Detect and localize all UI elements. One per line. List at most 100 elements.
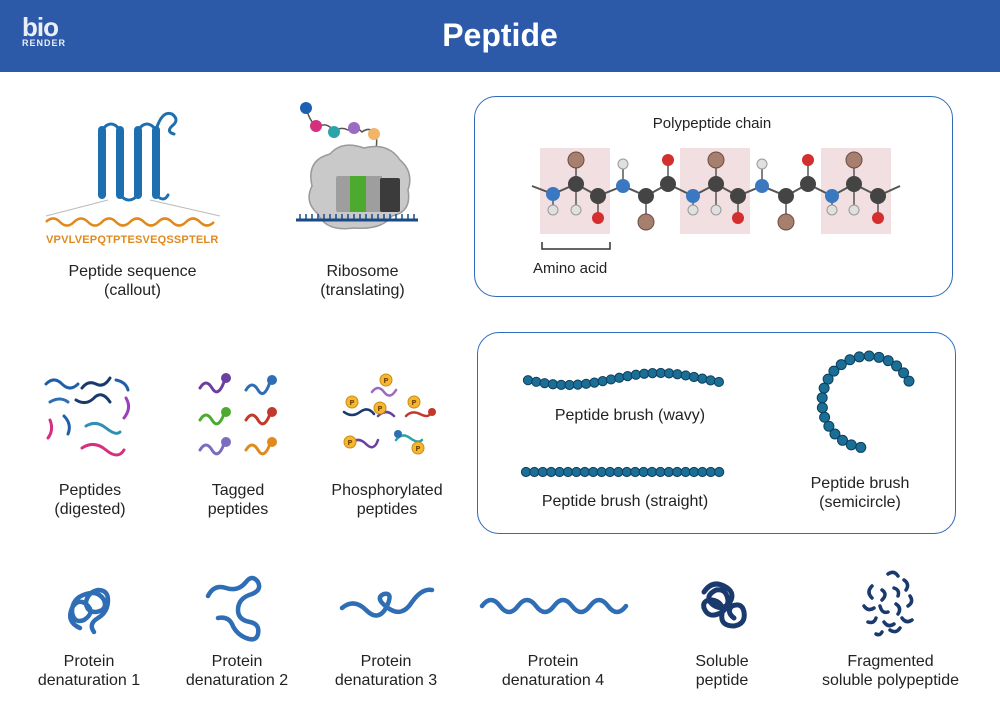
amino-acid-label: Amino acid [533,260,608,277]
brush-bead [520,466,532,478]
brush-bead [546,466,557,478]
digested-label: Peptides (digested) [54,482,126,518]
brush-bead [596,466,607,478]
brush-bead [816,392,828,404]
brush-bead [522,375,534,386]
brush-bead [655,466,666,478]
phosphorylated-peptides-illustration: P P P P P P [342,373,436,455]
brush-bead [571,466,582,478]
brush-bead [818,382,830,394]
brush-bead [604,466,616,478]
brush-bead [898,367,910,379]
brush-bead [855,441,867,453]
brush-bead [844,354,856,366]
brush-bead [816,402,828,414]
brush-bead [588,466,599,478]
denaturation-3-label: Protein denaturation 3 [334,653,438,689]
brush-bead [882,355,894,367]
brush-bead [837,434,849,446]
protein-denaturation-3-icon [339,587,435,618]
brush-semicircle-label: Peptide brush (semicircle) [810,475,910,511]
brush-bead [873,351,885,363]
brush-bead [597,376,608,387]
helix-bundle-icon [98,111,178,202]
brush-bead [822,373,834,385]
brush-bead [819,411,831,423]
brush-bead [680,370,691,381]
brush-bead [829,428,841,440]
brush-bead [863,350,875,362]
peptide-brush-wavy-icon [522,367,724,391]
brush-bead [714,466,725,478]
svg-text:P: P [415,445,420,453]
svg-text:P: P [349,399,354,407]
biorender-logo: bio RENDER [22,14,66,48]
protein-denaturation-2-icon [205,575,262,642]
brush-bead [713,376,724,388]
brush-bead [705,375,716,386]
peptide-brush-straight-icon [520,466,725,478]
fragmented-polypeptide-label: Fragmented soluble polypeptide [822,653,959,689]
peptide-brush-semicircle-icon [816,350,915,453]
sequence-wave-icon [45,217,215,227]
protein-denaturation-1-icon [68,587,111,635]
ribosome-illustration [296,102,418,230]
tagged-peptides-illustration [198,373,277,456]
polypeptide-chain-diagram [531,148,901,234]
denaturation-2-label: Protein denaturation 2 [185,653,289,689]
soluble-peptide-icon [701,581,747,629]
svg-text:P: P [347,439,352,447]
brush-bead [630,466,641,478]
mrna-strand-icon [296,214,418,222]
brush-bead [554,466,565,478]
brush-bead [853,351,865,363]
brush-bead [638,466,649,478]
brush-bead [531,376,542,387]
brush-bead [680,466,691,478]
soluble-peptide-label: Soluble peptide [695,653,749,689]
page-title: Peptide [442,17,558,53]
brush-bead [622,371,633,382]
denaturation-1-label: Protein denaturation 1 [37,653,141,689]
brush-bead [903,375,915,387]
peptide-brush-box [477,332,956,534]
brush-bead [835,359,847,371]
polypeptide-chain-title: Polypeptide chain [652,115,772,132]
brush-bead [537,466,548,478]
brush-bead [539,378,550,389]
brush-bead [688,371,700,383]
brush-bead [672,466,683,478]
brush-bead [697,466,708,478]
denaturation-4-label: Protein denaturation 4 [501,653,605,689]
svg-text:P: P [411,399,416,407]
digested-peptides-illustration [44,376,131,457]
brush-bead [646,466,658,478]
header-bar: bio RENDER Peptide [0,0,1000,72]
protein-denaturation-4-icon [479,597,629,615]
brush-bead [845,439,857,451]
brush-bead [605,374,617,385]
brush-bead [579,466,590,478]
fragmented-polypeptide-icon [862,570,914,637]
brush-bead [621,466,632,478]
brush-bead [828,365,840,377]
logo-text-render: RENDER [22,38,67,48]
brush-bead [688,466,700,478]
brush-bead [529,466,540,478]
peptide-sequence-label: Peptide sequence (callout) [68,263,197,299]
brush-bead [572,379,583,390]
brush-straight-label: Peptide brush (straight) [541,493,709,510]
brush-bead [663,466,674,478]
brush-bead [697,373,708,384]
peptide-callout-illustration [45,111,221,227]
brush-bead [891,360,903,372]
svg-text:P: P [383,377,388,385]
phosphorylated-label: Phosphorylated peptides [331,482,443,518]
peptide-sequence-text: VPVLVEPQTPTESVEQSSPTELR [46,234,219,246]
brush-bead [823,420,835,432]
brush-wavy-label: Peptide brush (wavy) [554,407,706,424]
brush-bead [705,466,716,478]
brush-bead [547,379,559,390]
brush-bead [613,466,624,478]
brush-bead [562,466,574,478]
